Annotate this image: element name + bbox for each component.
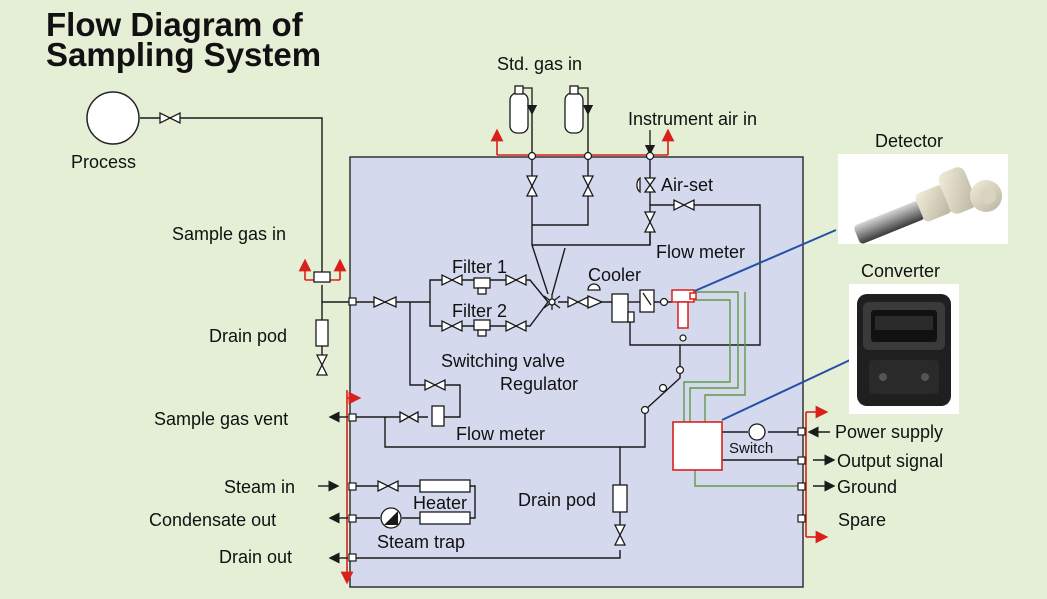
air-set [636,176,657,194]
detector-photo [838,154,1008,244]
instrument-air-in-label: Instrument air in [628,109,757,129]
heater-label: Heater [413,493,467,513]
ports [348,297,806,562]
drain-out-label: Drain out [219,547,292,567]
page-title: Flow Diagram of Sampling System [46,6,322,73]
sample-inlet-fitting [313,271,331,283]
heater-symbol [419,479,471,525]
drain-pod-center-label: Drain pod [518,490,596,510]
switching-valve-label: Switching valve [441,351,565,371]
detector-label: Detector [875,131,943,151]
regulator-label: Regulator [500,374,578,394]
title-line-1: Flow Diagram of [46,6,303,43]
cooler [611,293,635,323]
spare-label: Spare [838,510,886,530]
sample-gas-in-label: Sample gas in [172,224,286,244]
valves [159,111,695,546]
steam-in-label: Steam in [224,477,295,497]
drain-pod-left-symbol [315,319,329,347]
drain-pod-left-label: Drain pod [209,326,287,346]
flow-meter-bottom-symbol [431,405,445,427]
cooler-label: Cooler [588,265,641,285]
flow-meter-top-label: Flow meter [656,242,745,262]
filter-2-label: Filter 2 [452,301,507,321]
title-line-2: Sampling System [46,36,322,73]
sample-gas-vent-label: Sample gas vent [154,409,288,429]
std-gas-cylinders [509,85,584,134]
left-outlet-arrows [318,411,836,564]
std-gas-in-label: Std. gas in [497,54,582,74]
converter-label: Converter [861,261,940,281]
process-vessel [86,91,140,145]
switching-valve [543,294,561,310]
regulator [587,283,604,309]
signal-wiring [683,291,800,487]
flow-meter-bottom-label: Flow meter [456,424,545,444]
detector-symbol [671,289,697,329]
power-supply-label: Power supply [835,422,943,442]
output-signal-label: Output signal [837,451,943,471]
converter-photo [849,284,959,414]
switch-symbol [748,423,766,441]
filters [473,277,491,337]
converter-symbol [672,421,723,471]
analyzer-enclosure [349,156,804,588]
steam-trap-symbol [380,507,402,529]
filter-1-label: Filter 1 [452,257,507,277]
ground-label: Ground [837,477,897,497]
condensate-out-label: Condensate out [149,510,276,530]
steam-trap-label: Steam trap [377,532,465,552]
switch-label: Switch [729,440,773,457]
drain-pod-center-symbol [612,484,628,513]
air-set-label: Air-set [661,175,713,195]
inlet-valve [373,295,397,309]
piping [140,110,800,559]
process-label: Process [71,152,136,172]
flow-meter-top [639,289,655,313]
process-valve [159,111,181,125]
callout-lines [689,229,851,421]
